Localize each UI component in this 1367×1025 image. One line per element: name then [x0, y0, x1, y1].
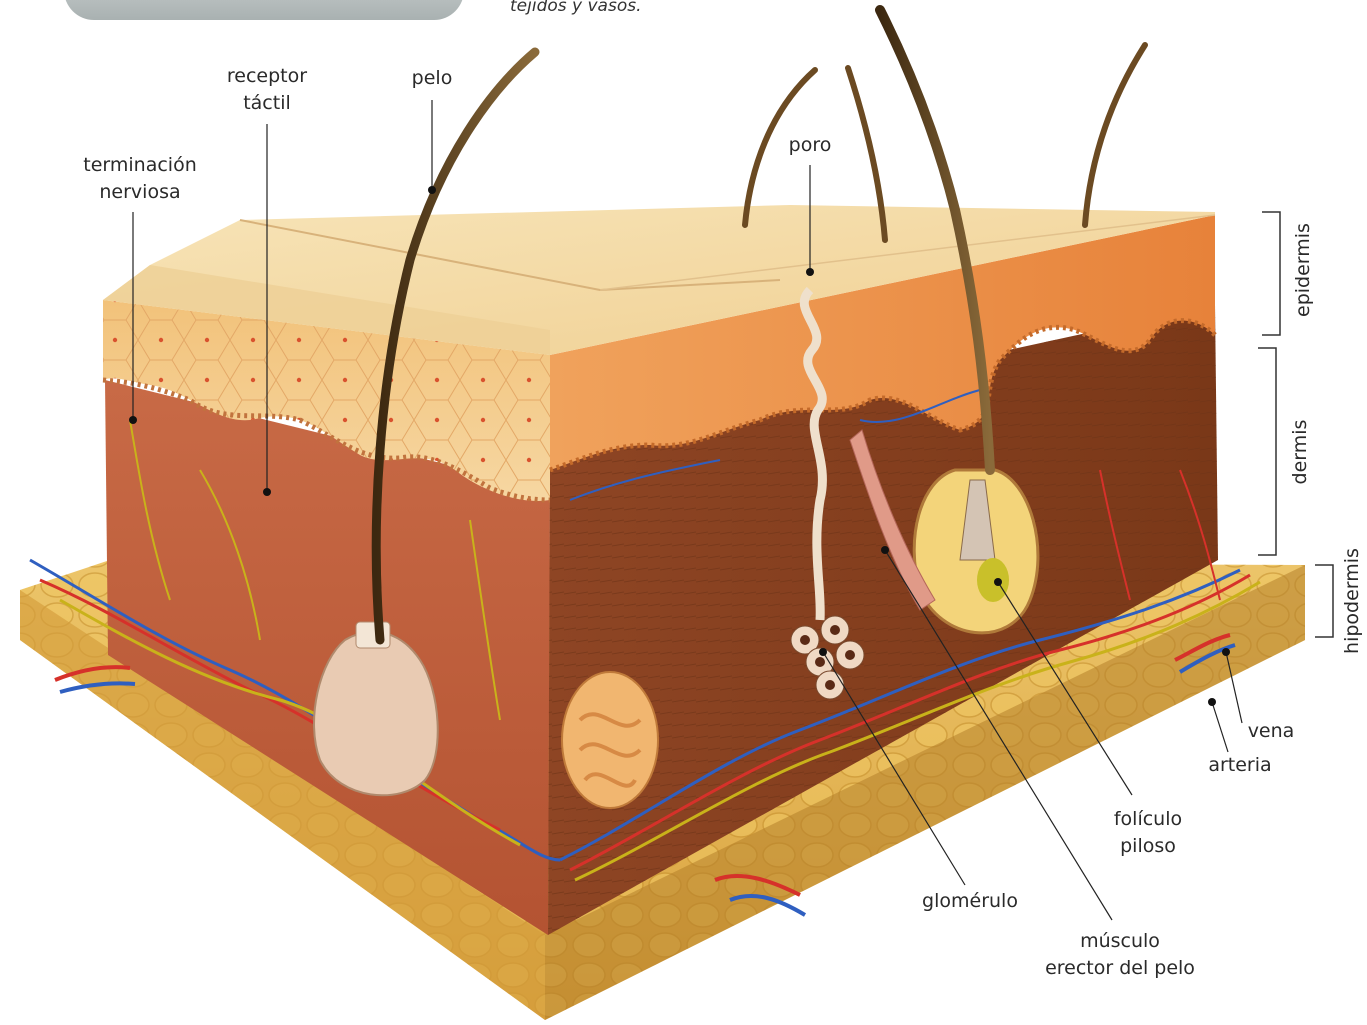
label-glomerulo: glomérulo: [910, 888, 1030, 915]
label-hipodermis: hipodermis: [1341, 546, 1363, 656]
label-terminacion-nerviosa: terminación nerviosa: [70, 152, 210, 206]
sweat-gland-coil: [562, 672, 658, 808]
label-musculo-erector: músculo erector del pelo: [1030, 928, 1210, 982]
label-epidermis: epidermis: [1292, 215, 1314, 325]
label-arteria: arteria: [1198, 752, 1282, 779]
hair-follicle: [914, 470, 1038, 633]
label-poro: poro: [778, 132, 842, 159]
label-dermis: dermis: [1289, 402, 1311, 502]
label-receptor-tactil: receptor táctil: [207, 63, 327, 117]
label-foliculo-piloso: folículo piloso: [1090, 806, 1206, 860]
label-vena: vena: [1236, 718, 1306, 745]
label-pelo: pelo: [400, 65, 464, 92]
